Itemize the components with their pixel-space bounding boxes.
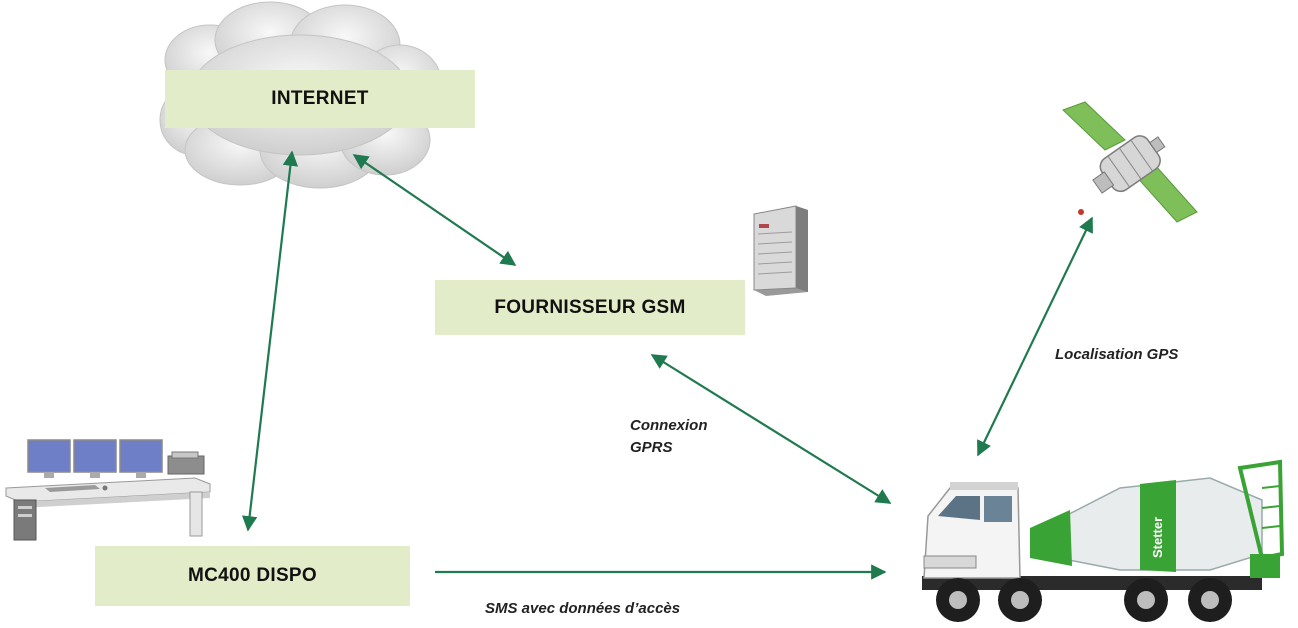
dispo-label: MC400 DISPO: [188, 565, 317, 586]
dispo-node: MC400 DISPO: [95, 546, 410, 606]
gsm-provider-label: FOURNISSEUR GSM: [494, 296, 686, 318]
arrow-satellite-truck: [977, 216, 1093, 457]
truck-brand-label: Stetter: [1150, 517, 1165, 558]
internet-node: INTERNET: [165, 70, 475, 128]
workstation-icon: [5, 439, 211, 541]
arrow-internet-gsm: [352, 154, 517, 266]
satellite-icon: [1062, 101, 1198, 223]
mixer-truck-icon: Stetter: [922, 459, 1285, 622]
gprs-caption-line1: Connexion: [630, 417, 708, 434]
arrow-gsm-truck: [650, 354, 892, 504]
sms-caption: SMS avec données d’accès: [485, 600, 681, 617]
server-icon: [753, 205, 808, 296]
internet-label: INTERNET: [271, 88, 369, 109]
gsm-provider-node: FOURNISSEUR GSM: [435, 280, 745, 335]
arrow-internet-dispo: [241, 150, 299, 532]
gprs-caption: Connexion GPRS: [630, 415, 708, 459]
gps-caption: Localisation GPS: [1055, 346, 1179, 363]
gprs-caption-line2: GPRS: [630, 439, 673, 456]
